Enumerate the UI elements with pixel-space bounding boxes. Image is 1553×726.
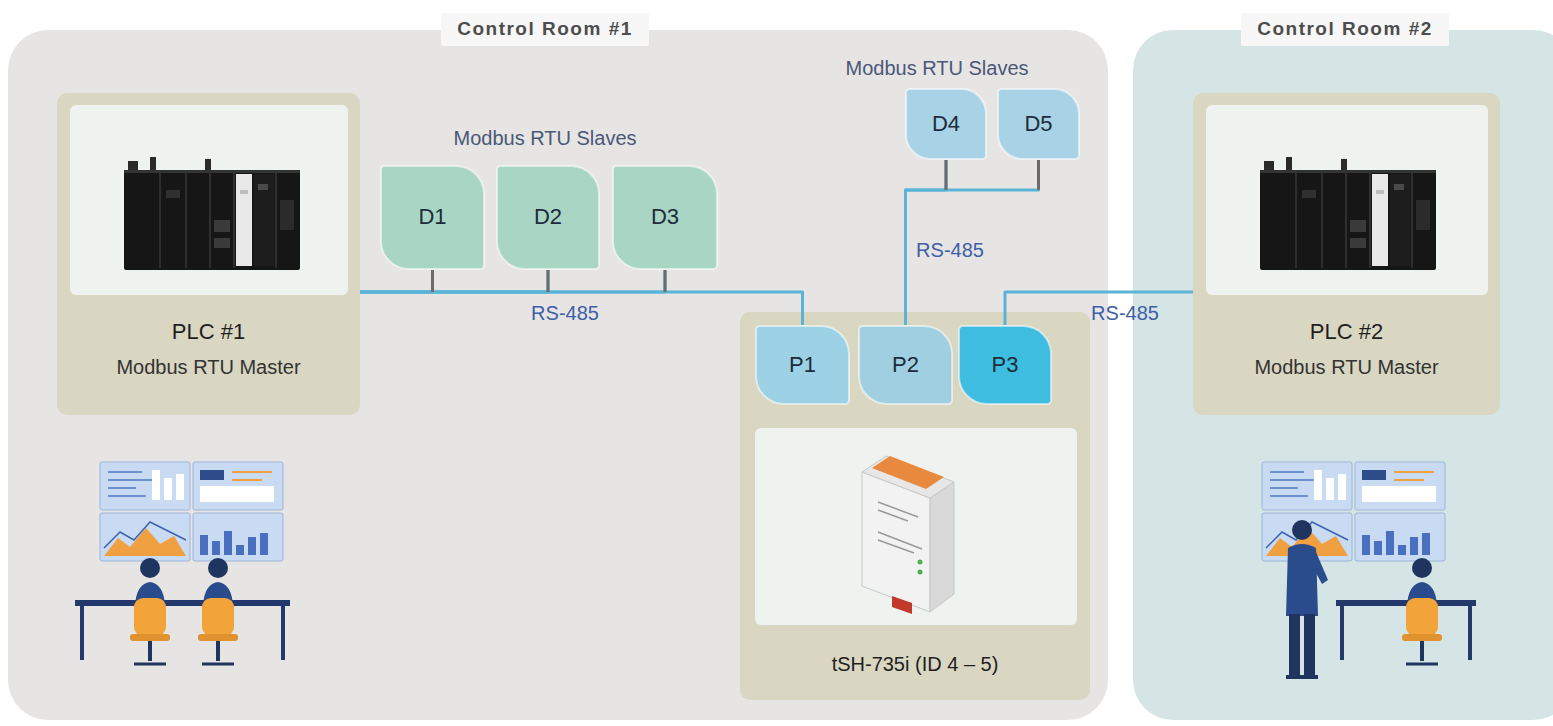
gateway-panel-art-part (878, 502, 922, 553)
bus-label: RS-485 (1091, 301, 1159, 325)
operators-room-2-part (1292, 520, 1312, 540)
bus-label: RS-485 (531, 301, 599, 325)
box-shape (756, 326, 849, 404)
device-id: D3 (651, 204, 679, 230)
drop-line (1037, 160, 1040, 190)
slave-device: D3 (612, 165, 718, 270)
operators-room-2-part (1340, 606, 1344, 660)
connector-group (360, 160, 1193, 325)
rs485-wire (360, 292, 803, 325)
gateway-panel-art-part (930, 482, 954, 612)
operators-room-2-part (1310, 552, 1328, 584)
serial-port: P1 (755, 325, 850, 405)
operators-room-2-part (1336, 600, 1476, 606)
group-caption: Modbus RTU Slaves (845, 56, 1028, 80)
operators-room-2-part (1286, 675, 1318, 679)
rs485-wire (360, 270, 548, 292)
operators-room-2-part (1304, 614, 1315, 676)
slave-device: D1 (380, 165, 485, 270)
gateway-panel-art-part (755, 428, 1077, 625)
plc-panel-art-part (1193, 93, 1500, 415)
device-id: D2 (534, 204, 562, 230)
rs485-wire (360, 270, 433, 292)
gateway-panel-art-part (740, 312, 1090, 700)
edge-label: RS-485 (916, 238, 984, 262)
operators-room-1-part (75, 600, 290, 606)
device-id: P1 (789, 352, 816, 378)
drop-line (431, 270, 434, 292)
box-shape (859, 326, 952, 404)
box-shape (959, 326, 1051, 404)
operators-room-1-part (100, 462, 283, 561)
device-id: D5 (1024, 111, 1052, 137)
device-role: Modbus RTU Master (116, 355, 300, 379)
slave-device: D5 (997, 88, 1080, 160)
plc-panel-art-part (1260, 157, 1436, 270)
plc-panel-art-part (70, 105, 348, 295)
box-shape (906, 89, 986, 159)
operators-room-2-part (1289, 614, 1300, 676)
operators-room-2 (1262, 462, 1476, 677)
box-shape (998, 89, 1079, 159)
slave-device: D2 (496, 165, 600, 270)
group-label: Modbus RTU Slaves (453, 126, 636, 150)
box-shape (613, 166, 717, 269)
operators-room-2-part (1402, 558, 1442, 664)
gateway-panel-art-part (918, 560, 923, 565)
operators-room-2-part (1262, 462, 1445, 561)
operators-room-2-part (1286, 544, 1318, 616)
drop-line (547, 270, 550, 292)
gateway-name: tSH-735i (ID 4 – 5) (832, 652, 999, 676)
gateway-panel-art-part (918, 570, 923, 575)
rs485-wire (1005, 292, 1193, 325)
device-id: P2 (892, 352, 919, 378)
device-id: D4 (932, 111, 960, 137)
box-shape (497, 166, 599, 269)
operators-room-2-part (1468, 606, 1472, 660)
device-id: D1 (418, 204, 446, 230)
plc-panel-art-part (1206, 105, 1488, 295)
device-name: PLC #2 (1310, 319, 1383, 345)
plc-panel-art-part (57, 93, 360, 415)
plc-panel: PLC #1 Modbus RTU Master (57, 93, 360, 415)
operators-room-1-part (281, 606, 285, 660)
bus-label: RS-485 (916, 238, 984, 262)
room-title: Control Room #2 (1241, 13, 1449, 46)
plc-panel-art (57, 93, 1500, 415)
serial-port: P3 (958, 325, 1052, 405)
gateway-panel-art-part (892, 596, 912, 614)
device-id: P3 (992, 352, 1019, 378)
group-label: Modbus RTU Slaves (845, 56, 1028, 80)
device-name: PLC #1 (172, 319, 245, 345)
operators-room-1 (75, 462, 290, 664)
gateway-panel-art-part (862, 456, 954, 498)
plc-panel-art-part (124, 157, 300, 270)
room-title: Control Room #1 (441, 13, 649, 46)
drop-lines (433, 160, 1039, 292)
rs485-wire (360, 270, 665, 292)
gateway-panel: tSH-735i (ID 4 – 5) P1 P2 P3 (740, 312, 1090, 700)
group-caption: Modbus RTU Slaves (453, 126, 636, 150)
slave-device: D4 (905, 88, 987, 160)
edge-label: RS-485 (1091, 301, 1159, 325)
gateway-panel-art-part (872, 456, 944, 489)
rs485-wire (906, 160, 1039, 325)
drop-line (945, 160, 948, 190)
operators-room-1-part (80, 606, 84, 660)
edge-label: RS-485 (531, 301, 599, 325)
plc-panel: PLC #2 Modbus RTU Master (1193, 93, 1500, 415)
box-shape (381, 166, 484, 269)
operators-room-1-part (130, 558, 170, 664)
operators-room-1-part (198, 558, 238, 664)
gateway-panel-art (740, 312, 1090, 700)
drop-line (664, 270, 667, 292)
serial-port: P2 (858, 325, 953, 405)
device-role: Modbus RTU Master (1254, 355, 1438, 379)
